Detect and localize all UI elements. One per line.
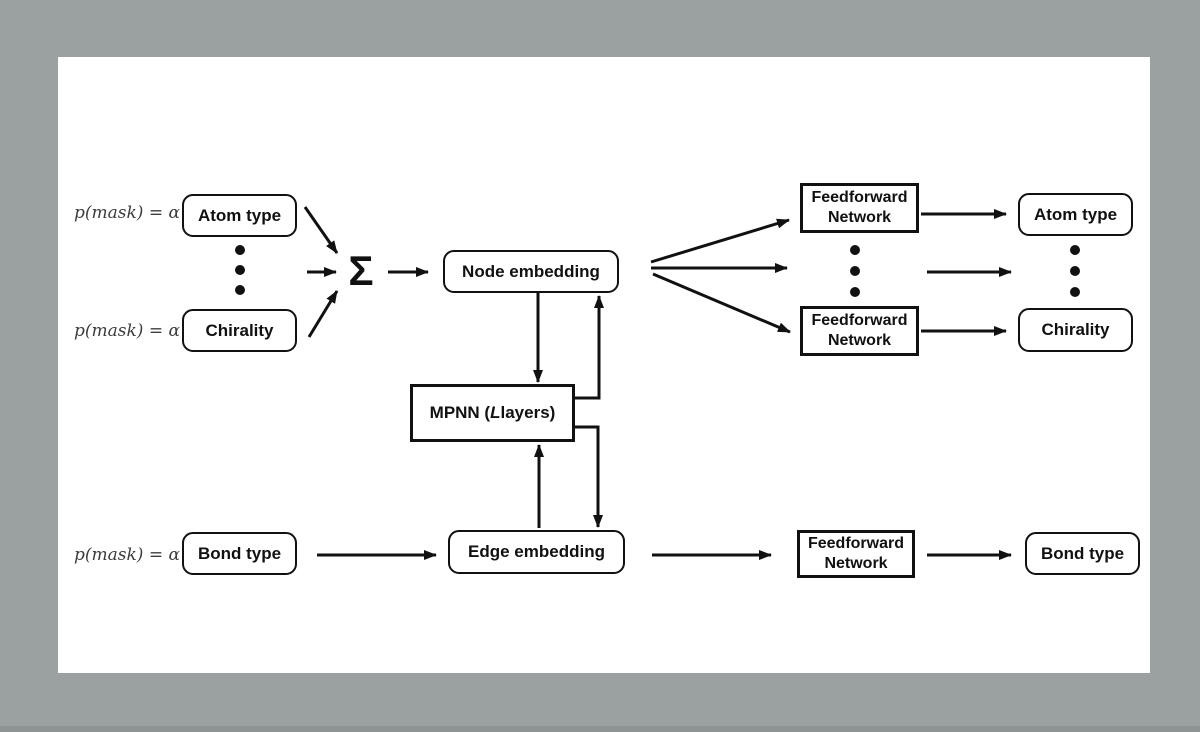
node-mpnn: MPNN (L layers): [410, 384, 575, 442]
ellipsis-dots-middle: [850, 245, 860, 297]
mask-probability-label-chirality: p(mask) = α: [74, 321, 180, 341]
mpnn-label-layers-var: L: [490, 403, 501, 422]
ffn-label-line1: Feedforward: [807, 535, 904, 552]
arrow-node-embedding-to-ffn-bottom: [652, 272, 791, 334]
ffn-label-line1: Feedforward: [811, 312, 908, 329]
ellipsis-dots-right: [1070, 245, 1080, 297]
node-feedforward-middle: Feedforward Network: [800, 306, 919, 356]
bottom-edge-strip: [0, 726, 1200, 732]
ffn-label-line2: Network: [824, 555, 888, 572]
node-feedforward-bottom: Feedforward Network: [797, 530, 915, 578]
node-chirality-output: Chirality: [1018, 308, 1133, 352]
ffn-label-line2: Network: [827, 209, 892, 226]
mpnn-label-suffix: layers): [500, 403, 556, 422]
mask-probability-label-bond: p(mask) = α: [74, 545, 180, 565]
mpnn-label-prefix: MPNN (: [429, 403, 491, 422]
arrow-mpnn-to-node-embedding: [575, 295, 604, 400]
diagram-canvas: p(mask) = α p(mask) = α p(mask) = α Σ At…: [58, 57, 1150, 673]
node-node-embedding: Node embedding: [443, 250, 619, 293]
node-bond-type-input: Bond type: [182, 532, 297, 575]
ffn-label-line2: Network: [827, 332, 892, 349]
arrow-chirality-to-sum: [307, 290, 339, 338]
node-chirality-input: Chirality: [182, 309, 297, 352]
node-bond-type-output: Bond type: [1025, 532, 1140, 575]
node-atom-type-input: Atom type: [182, 194, 297, 237]
arrow-node-embedding-to-ffn-top: [650, 218, 790, 264]
node-edge-embedding: Edge embedding: [448, 530, 625, 574]
arrow-mpnn-to-edge-embedding: [575, 425, 603, 528]
arrow-atomtype-to-sum: [303, 206, 339, 254]
summation-symbol: Σ: [348, 247, 374, 294]
connector-layer: [235, 206, 1080, 560]
ellipsis-dots-left: [235, 245, 245, 295]
node-atom-type-output: Atom type: [1018, 193, 1133, 236]
mask-probability-label-atom: p(mask) = α: [74, 203, 180, 223]
node-feedforward-top: Feedforward Network: [800, 183, 919, 233]
ffn-label-line1: Feedforward: [811, 189, 908, 206]
